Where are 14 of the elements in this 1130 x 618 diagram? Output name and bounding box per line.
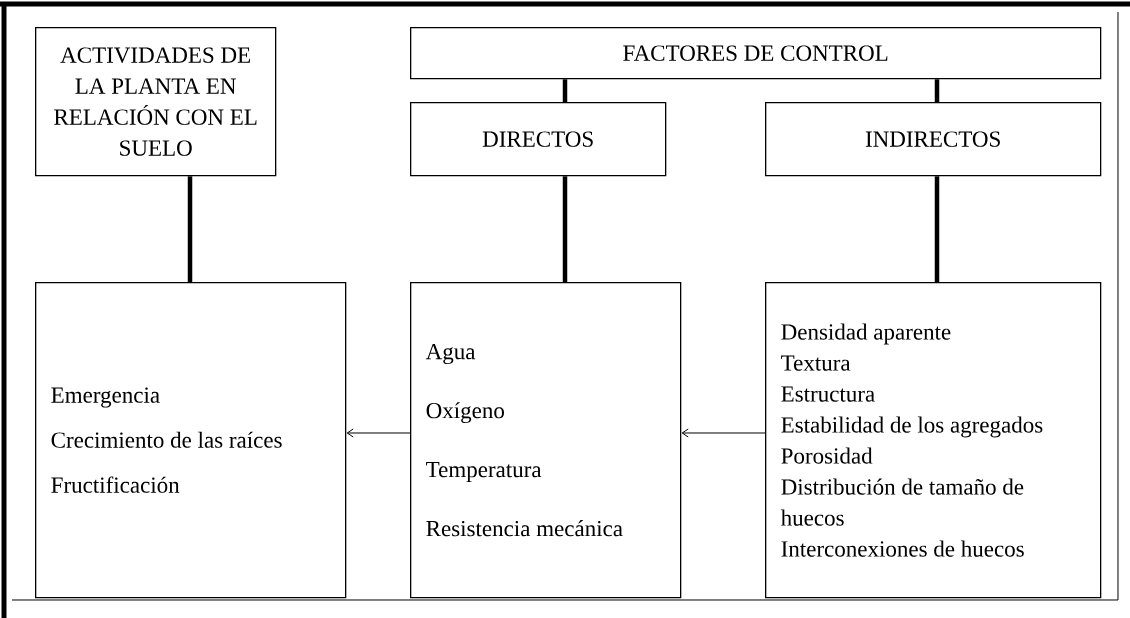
list-box: Emergencia Crecimiento de las raíces Fructificación — [35, 282, 347, 599]
list-box: Agua Oxígeno Temperatura Resistencia mecánica — [410, 282, 682, 599]
connector-line — [934, 176, 940, 282]
arrow — [681, 428, 766, 438]
list-box: Densidad aparente Textura Estructura Estabilidad de los agregados Porosidad Distribución de tamaño de huecos Interconexiones de huecos — [765, 282, 1102, 599]
heading-box: FACTORES DE CONTROL — [410, 27, 1102, 80]
heading-box: ACTIVIDADES DE LA PLANTA EN RELACIÓN CON EL SUELO — [35, 27, 277, 177]
connector-line — [562, 79, 568, 102]
connector-line — [562, 176, 568, 282]
heading-box: INDIRECTOS — [765, 102, 1102, 177]
arrow — [346, 428, 411, 438]
connector-line — [187, 176, 193, 282]
connector-line — [934, 79, 940, 102]
heading-box: DIRECTOS — [410, 102, 667, 177]
